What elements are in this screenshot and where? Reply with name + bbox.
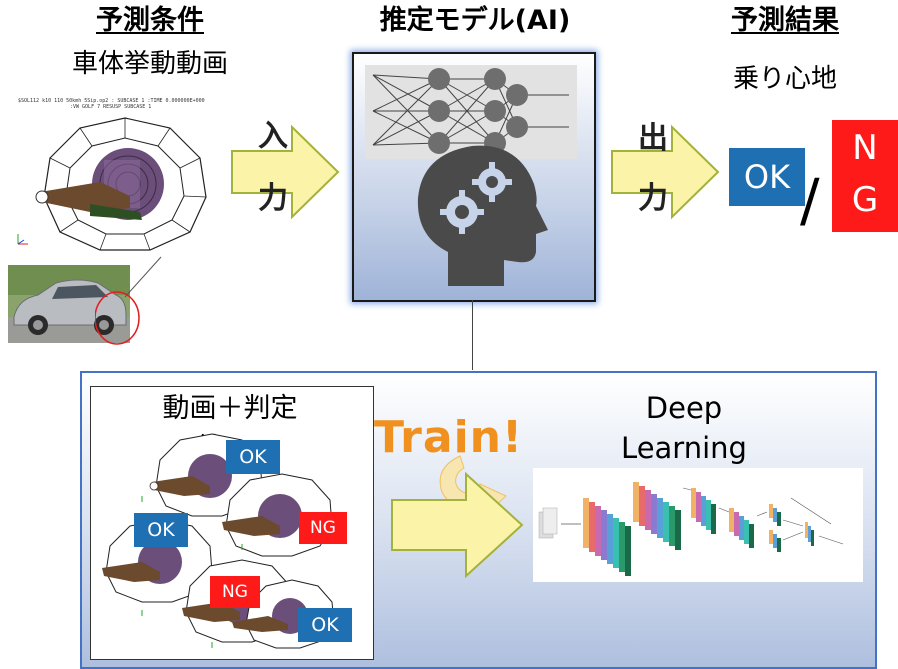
connector-line bbox=[472, 300, 473, 370]
dataset-badge-ng-2: NG bbox=[210, 576, 260, 608]
train-label: Train! bbox=[374, 412, 524, 463]
result-ng-badge bbox=[832, 120, 898, 232]
dataset-badge-ok-2: OK bbox=[134, 513, 188, 547]
output-label-bottom: 力 bbox=[638, 181, 668, 216]
axis-triad-icon bbox=[17, 234, 28, 245]
suspension-simulation-image bbox=[35, 117, 207, 251]
result-ok-badge: OK bbox=[729, 148, 805, 206]
dataset-badge-ok-3: OK bbox=[298, 608, 352, 642]
deep-learning-label-line2: Learning bbox=[621, 431, 747, 465]
input-label-top: 入 bbox=[258, 119, 288, 154]
sim-header-text: $SOL112 k10 110 50kmh 5Sip.op2 : SUBCASE… bbox=[18, 98, 205, 104]
result-ng-top: N bbox=[852, 128, 878, 168]
output-label-top: 出 bbox=[638, 121, 668, 156]
wheel-highlight-callout bbox=[95, 256, 162, 345]
sim-header-text-2: :VW GOLF 7 RESUSP SUBCASE 1 bbox=[70, 104, 152, 110]
header-prediction-conditions: 予測条件 bbox=[96, 5, 204, 36]
result-separator: / bbox=[800, 166, 820, 234]
dataset-badge-ng-1: NG bbox=[299, 512, 347, 544]
dataset-label: 動画＋判定 bbox=[162, 393, 298, 424]
subtitle-ride-comfort: 乗り心地 bbox=[732, 64, 837, 94]
car-photo bbox=[8, 265, 130, 343]
cnn-architecture-diagram bbox=[533, 468, 863, 582]
ai-head-gears-icon bbox=[417, 145, 548, 286]
input-label-bottom: 力 bbox=[258, 181, 288, 216]
output-arrow bbox=[611, 124, 720, 220]
result-ng-bottom: G bbox=[851, 180, 879, 220]
deep-learning-label-line1: Deep bbox=[645, 391, 723, 425]
dataset-badge-ok-1: OK bbox=[226, 440, 280, 474]
header-estimation-model: 推定モデル(AI) bbox=[379, 5, 571, 36]
subtitle-vehicle-video: 車体挙動動画 bbox=[71, 49, 228, 79]
header-prediction-result: 予測結果 bbox=[731, 5, 839, 36]
neural-network-diagram bbox=[365, 65, 577, 159]
training-arrow bbox=[391, 471, 524, 579]
input-arrow bbox=[231, 124, 340, 220]
